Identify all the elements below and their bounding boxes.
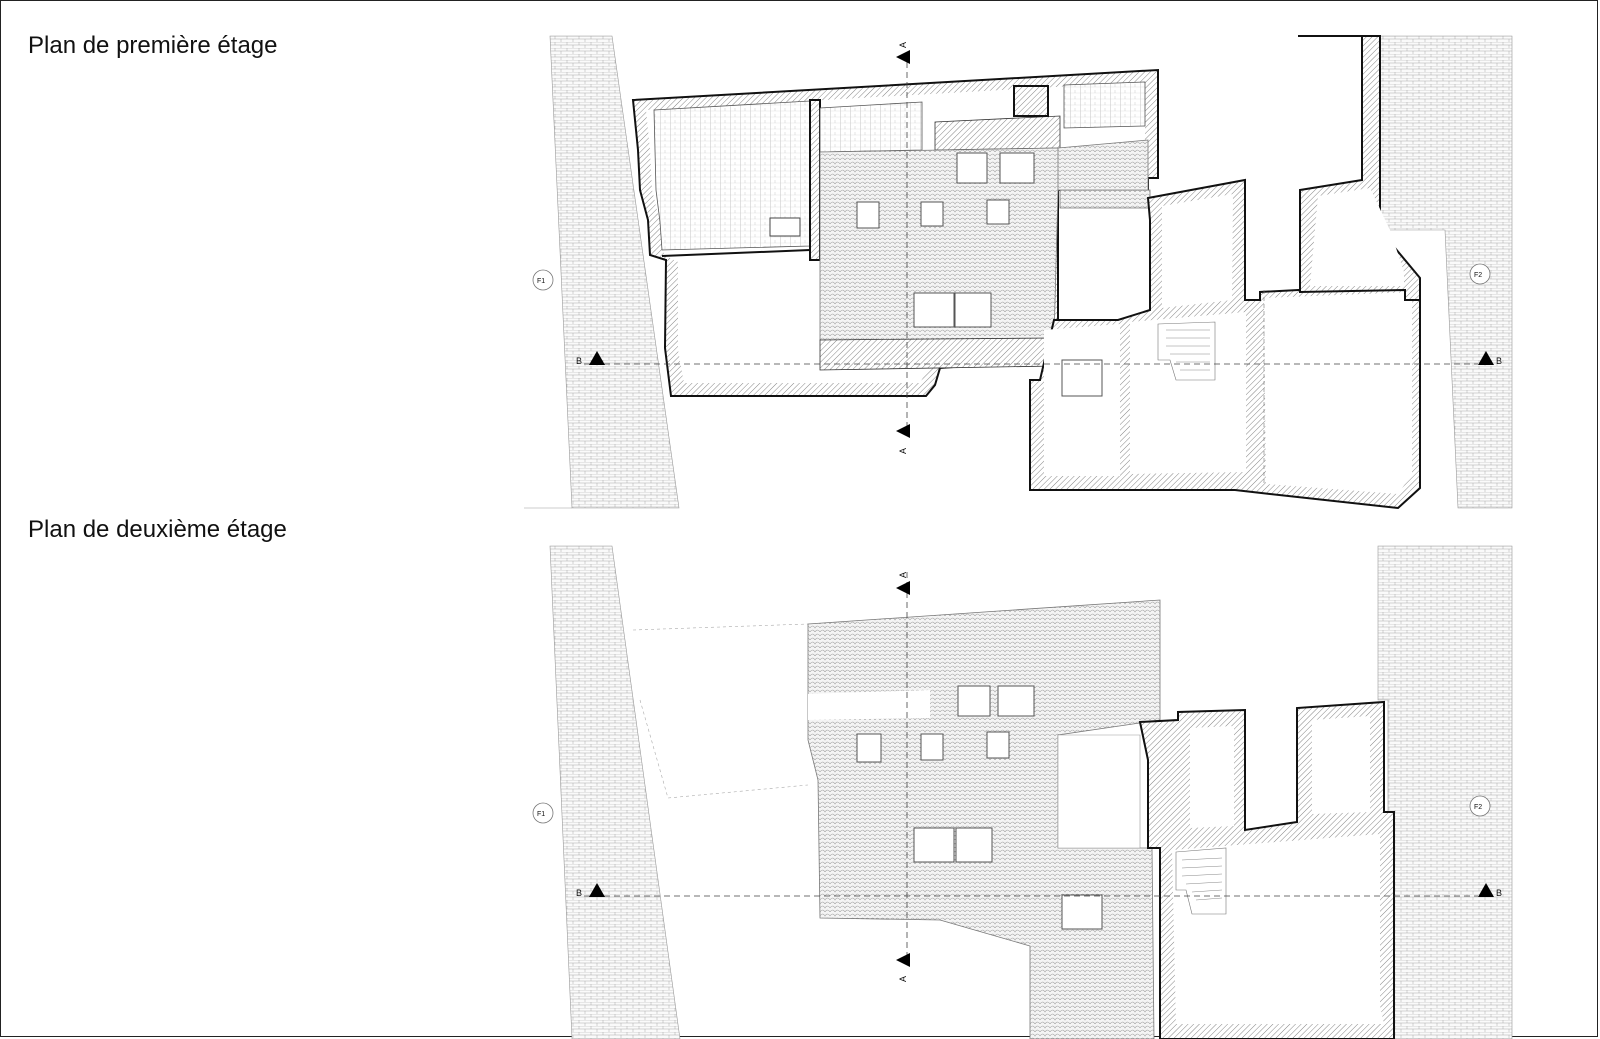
skylight (913, 292, 955, 328)
chimney (1013, 85, 1049, 117)
section-label-b-right: B (1496, 356, 1502, 366)
facade-marker-f1 (532, 802, 554, 824)
section-marker-b-right (1478, 351, 1494, 365)
section-marker-b-left (589, 351, 605, 365)
section-label-b-left: B (576, 888, 582, 898)
facade-label-f2: F2 (1474, 272, 1482, 279)
facade-label-f1: F1 (537, 278, 545, 285)
skylight (920, 201, 944, 227)
facade-label-f1: F1 (537, 811, 545, 818)
roof-outline (639, 699, 809, 799)
skylight (986, 731, 1010, 759)
skylight (955, 827, 993, 863)
right-neighbour-wall (1377, 545, 1513, 1039)
skylight (986, 199, 1010, 225)
partition-wall (809, 99, 821, 261)
facade-label-f2: F2 (1474, 804, 1482, 811)
stair-second (1175, 847, 1227, 915)
skylight (1061, 894, 1103, 930)
second-floor-plan-title: Plan de deuxième étage (28, 516, 287, 543)
roof-edge-band (934, 115, 1061, 151)
skylight (956, 152, 988, 184)
sink-fixture (769, 217, 801, 237)
skylight (913, 827, 955, 863)
facade-marker-f2 (1469, 263, 1491, 285)
skylight (957, 685, 991, 717)
section-marker-a-top (896, 50, 910, 64)
section-marker-b-left (589, 883, 605, 897)
skylight (954, 292, 992, 328)
skylight (997, 685, 1035, 717)
section-label-b-right: B (1496, 888, 1502, 898)
section-label-a-top: A (898, 572, 908, 578)
left-neighbour-wall (549, 35, 680, 509)
first-floor-plan-title: Plan de première étage (28, 32, 278, 59)
roof-tiles-right (1057, 139, 1149, 191)
section-label-a-bottom: A (898, 448, 908, 454)
skylight (856, 201, 880, 229)
facade-marker-f2 (1469, 795, 1491, 817)
second-floor-plan: B B A A F1 F2 (532, 545, 1513, 1039)
section-marker-a-top (896, 581, 910, 595)
left-neighbour-wall (549, 545, 681, 1039)
skylight (1061, 359, 1103, 397)
section-marker-b-right (1478, 883, 1494, 897)
section-label-b-left: B (576, 356, 582, 366)
section-marker-a-bottom (896, 953, 910, 967)
skylight (856, 733, 882, 763)
section-label-a-bottom: A (898, 976, 908, 982)
roof-ridge-band (819, 337, 1057, 371)
skylight (920, 733, 944, 761)
section-marker-a-bottom (896, 424, 910, 438)
section-label-a-top: A (898, 42, 908, 48)
roof-outline (632, 623, 809, 631)
facade-marker-f1 (532, 269, 554, 291)
first-floor-plan: B B A A F1 F2 (524, 35, 1513, 510)
stair-first (1157, 321, 1216, 381)
deck-room-top-right (1063, 81, 1146, 129)
skylight (999, 152, 1035, 184)
